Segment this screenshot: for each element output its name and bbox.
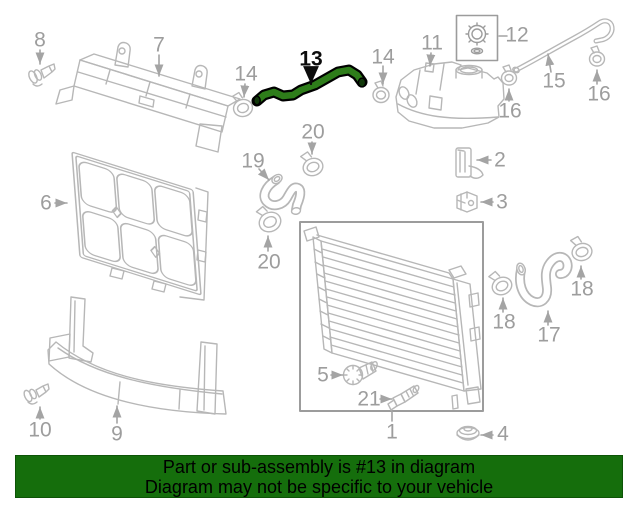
callout-20a: 20 bbox=[301, 120, 325, 144]
part-10-clip bbox=[23, 383, 50, 405]
part-3-mount bbox=[456, 191, 478, 213]
highlight-banner: Part or sub-assembly is #13 in diagram D… bbox=[15, 455, 623, 498]
callout-21: 21 bbox=[357, 387, 381, 411]
clamp-16-right bbox=[588, 45, 606, 67]
part-7-baffle bbox=[55, 41, 241, 153]
radiator-drawing bbox=[303, 226, 482, 410]
part-9-deflector bbox=[47, 296, 227, 415]
part-15-tube bbox=[512, 18, 615, 74]
clamp-14-left bbox=[231, 91, 254, 118]
leader-arrows bbox=[35, 35, 602, 440]
callout-9: 9 bbox=[111, 422, 123, 446]
callout-18a: 18 bbox=[492, 310, 516, 334]
callout-3: 3 bbox=[496, 190, 508, 214]
part-12-cap-box bbox=[455, 14, 499, 62]
hose-13-fill bbox=[253, 66, 366, 105]
callout-16b: 16 bbox=[587, 82, 611, 106]
callout-17: 17 bbox=[537, 323, 561, 347]
callout-8: 8 bbox=[34, 28, 46, 52]
part-1-radiator-box bbox=[299, 221, 484, 412]
clamp-18-right bbox=[569, 235, 593, 262]
clamp-14-right bbox=[372, 80, 390, 104]
callout-7: 7 bbox=[153, 33, 165, 57]
banner-line-2: Diagram may not be specific to your vehi… bbox=[144, 476, 494, 497]
callout-12: 12 bbox=[505, 23, 529, 47]
callout-2: 2 bbox=[494, 148, 506, 172]
callout-19: 19 bbox=[241, 149, 265, 173]
banner-line-1: Part or sub-assembly is #13 in diagram bbox=[162, 456, 476, 477]
part-11-reservoir-tank bbox=[395, 61, 505, 129]
clamp-20-top bbox=[299, 151, 324, 177]
clamp-20-bottom bbox=[255, 205, 282, 233]
part-21-sensor bbox=[387, 384, 420, 411]
part-4-cap bbox=[456, 425, 480, 441]
callout-14a: 14 bbox=[234, 62, 258, 86]
callout-5: 5 bbox=[317, 363, 329, 387]
clamp-18-left bbox=[488, 270, 513, 296]
callout-10: 10 bbox=[28, 418, 52, 442]
clamp-16-left bbox=[500, 64, 518, 86]
part-19-hose bbox=[259, 173, 306, 215]
part-8-clip bbox=[28, 63, 56, 87]
part-6-grid bbox=[71, 151, 209, 301]
callout-4: 4 bbox=[497, 422, 509, 446]
callout-20b: 20 bbox=[257, 250, 281, 274]
callout-14b: 14 bbox=[371, 45, 395, 69]
part-2-bracket bbox=[455, 147, 484, 179]
callout-15: 15 bbox=[542, 69, 566, 93]
callout-16a: 16 bbox=[498, 99, 522, 123]
callout-13-highlighted: 13 bbox=[299, 47, 323, 71]
callout-1: 1 bbox=[386, 420, 398, 444]
part-13-highlighted-hose bbox=[251, 64, 368, 107]
callout-6: 6 bbox=[40, 191, 52, 215]
part-17-hose bbox=[515, 251, 573, 308]
callout-11: 11 bbox=[421, 31, 443, 55]
callout-18b: 18 bbox=[570, 277, 594, 301]
